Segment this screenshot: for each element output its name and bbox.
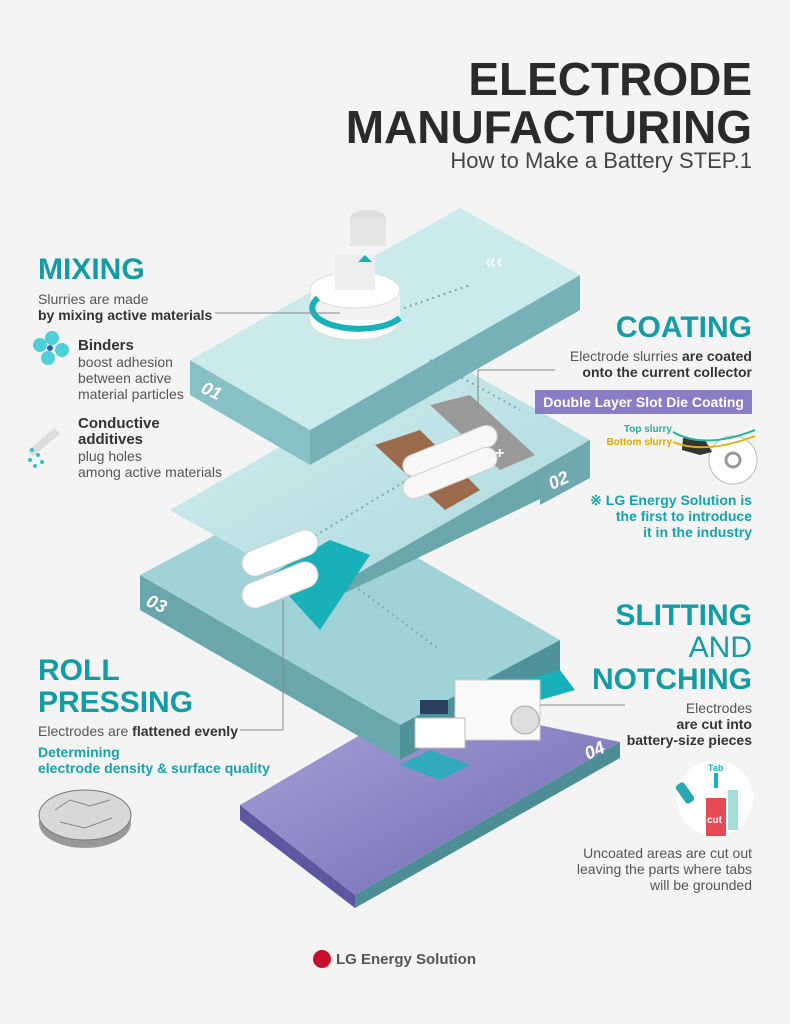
mixer-machine	[309, 210, 402, 341]
mixing-title: MIXING	[38, 253, 145, 286]
roll-press-machine	[241, 529, 370, 630]
slot-die-diagram	[672, 429, 758, 485]
negative-sign: −	[442, 475, 451, 492]
title-line-2: MANUFACTURING	[345, 101, 752, 153]
coating-machine: − +	[375, 395, 535, 510]
top-slurry-label: Top slurry	[623, 424, 672, 435]
platform-step-04	[240, 700, 620, 908]
tab-cut-icon	[675, 760, 753, 836]
tab-label: Tab	[708, 763, 724, 773]
electrode-surface-icon	[38, 789, 132, 848]
positive-sign: +	[495, 445, 504, 462]
brand-name: LG Energy Solution	[336, 950, 477, 968]
leader-lines	[215, 312, 625, 731]
chevron-icon: «‹	[485, 251, 503, 273]
brand-logo: LG Energy Solution	[313, 950, 476, 968]
roll-pressing-desc: Electrodes are flattened evenly	[38, 723, 238, 739]
title-line-1: ELECTRODE	[468, 53, 752, 105]
lg-logo-icon	[313, 950, 331, 968]
bottom-slurry-label: Bottom slurry	[606, 437, 672, 448]
subtitle: How to Make a Battery STEP.1	[450, 148, 752, 173]
binders-icon	[33, 331, 69, 365]
conductive-additives-icon	[27, 428, 60, 468]
cut-label: cut	[707, 815, 722, 826]
slot-die-badge: Double Layer Slot Die Coating	[535, 390, 752, 414]
slitting-machine	[400, 670, 575, 780]
coating-title: COATING	[615, 311, 752, 344]
